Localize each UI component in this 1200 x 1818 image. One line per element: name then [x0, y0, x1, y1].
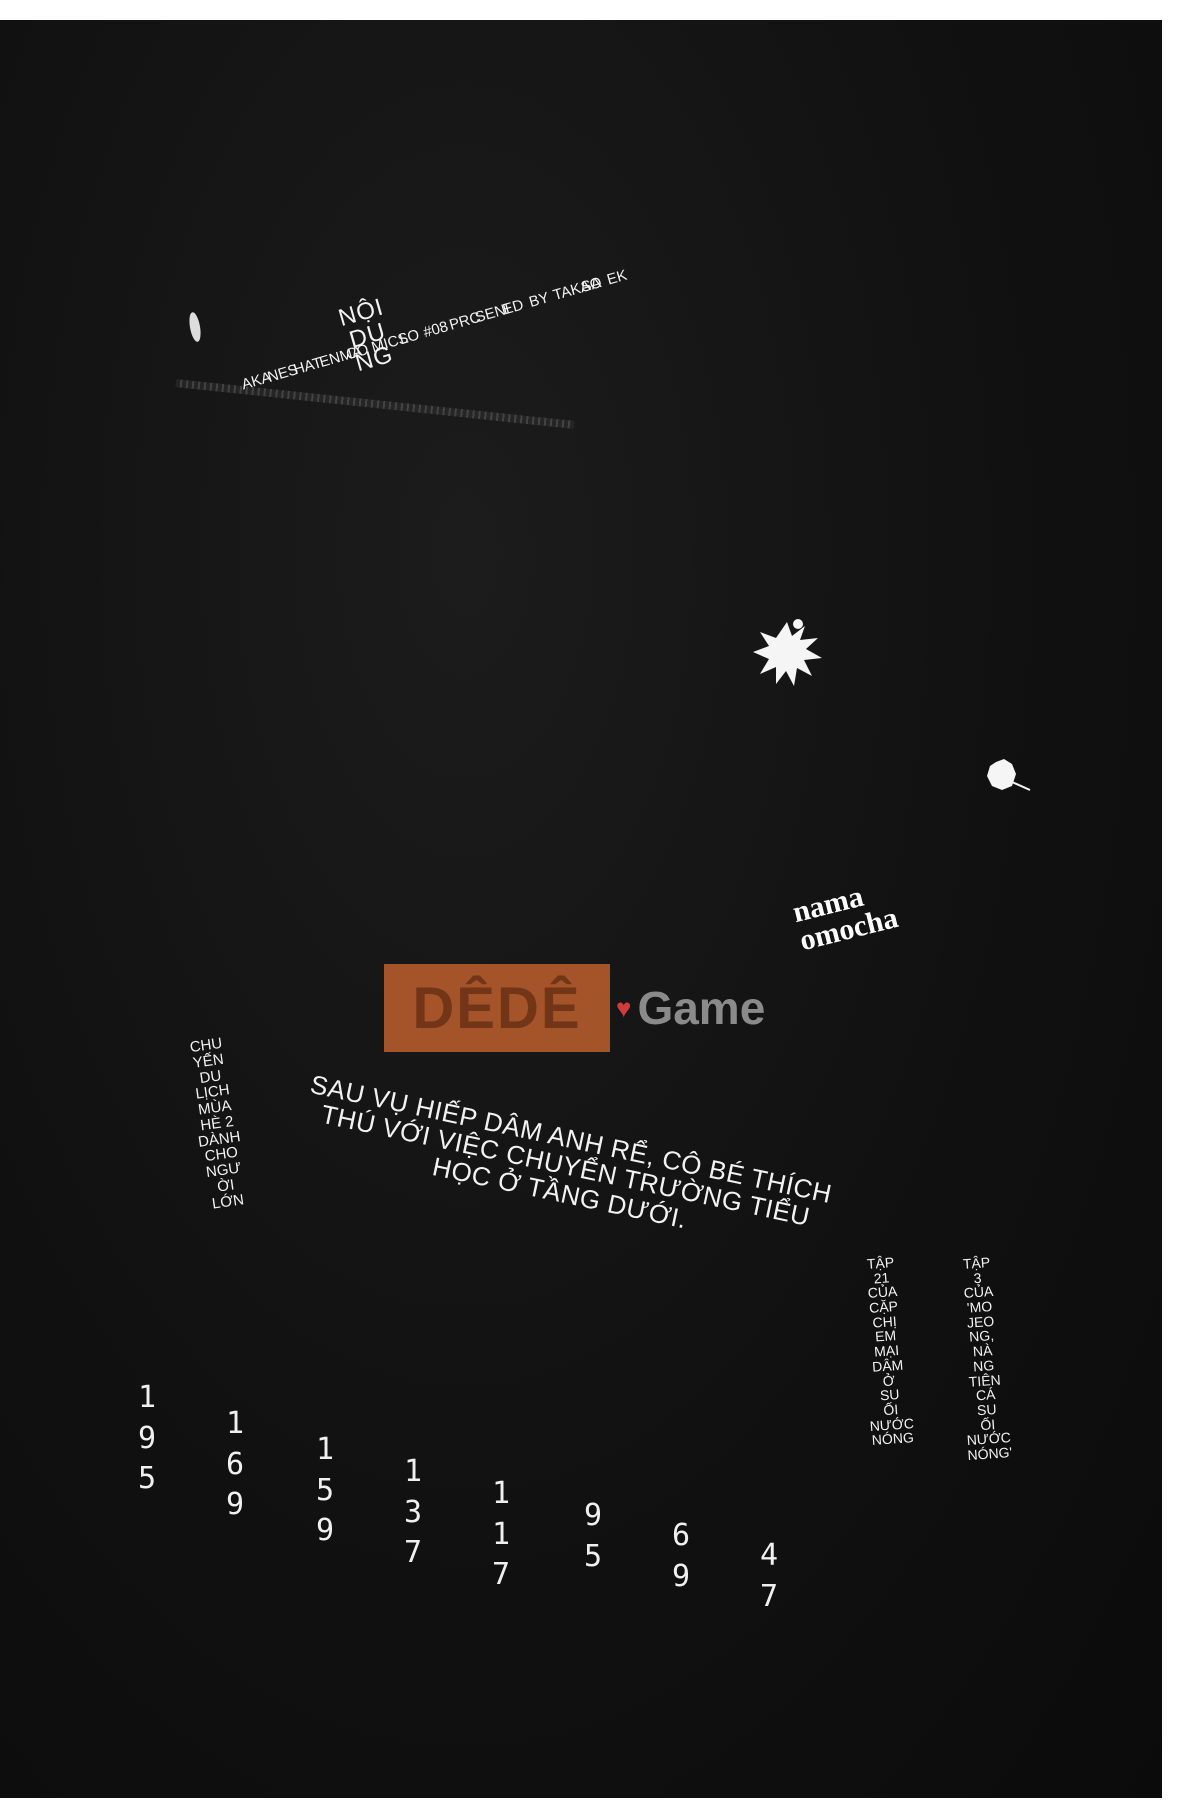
page-number-digit: 7 — [491, 1557, 511, 1592]
site-watermark: DÊDÊ ♥ Game — [384, 964, 765, 1052]
page-number-digit: 1 — [137, 1380, 157, 1415]
story-line: NÓNG — [871, 1429, 915, 1449]
page-number-column: 1 6 9 — [220, 1404, 250, 1526]
story-right-1: TẬP 21 CỦA CẶP CHỊ EM MẠI DÂM Ở SU ỐI NƯ… — [850, 1254, 923, 1449]
story-line: NÓNG' — [966, 1443, 1013, 1463]
page-number-digit: 1 — [315, 1432, 335, 1467]
page-number-digit: 9 — [315, 1513, 335, 1548]
story-right-2: TẬP 3 CỦA 'MO JEO NG, NÀ NG TIÊN CÁ SU Ố… — [944, 1254, 1022, 1464]
page-number-digit: 4 — [759, 1538, 779, 1573]
credit-word: TAKAO — [551, 274, 604, 305]
page-number-digit: 5 — [137, 1461, 157, 1496]
page-number-column: 4 7 — [754, 1536, 784, 1617]
heart-icon: ♥ — [616, 992, 632, 1023]
watermark-box: DÊDÊ — [384, 964, 610, 1052]
story-main: SAU VỤ HIẾP DÂM ANH RỂ, CÔ BÉ THÍCH THÚ … — [283, 1068, 848, 1265]
credit-word: LO — [397, 326, 422, 349]
page-number-digit: 1 — [491, 1516, 511, 1552]
watermark-game-text: Game — [637, 982, 766, 1034]
page-number-digit: 1 — [403, 1454, 423, 1489]
ink-drop — [187, 311, 203, 343]
page-number-digit: 9 — [137, 1420, 157, 1456]
credit-word: SENI — [473, 300, 512, 327]
page-number-column: 1 9 5 — [132, 1378, 162, 1500]
page-number-digit: 5 — [315, 1472, 335, 1508]
credit-word: ENMA — [317, 342, 364, 372]
page-number-column: 1 1 7 — [486, 1474, 516, 1596]
credit-word: NES — [265, 361, 301, 386]
ink-splat-icon — [753, 619, 822, 686]
page-number-digit: 5 — [583, 1538, 603, 1574]
page-number-column: 1 3 7 — [398, 1452, 428, 1574]
page-number-digit: 3 — [403, 1494, 423, 1530]
page-number-digit: 1 — [225, 1406, 245, 1441]
page-number-column: 6 9 — [666, 1516, 696, 1597]
page-number-digit: 6 — [225, 1446, 245, 1482]
story-left: CHU YẾN DU LỊCH MÙA HÈ 2 DÀNH CHO NGƯ ỜI… — [170, 1033, 263, 1214]
page-number-digit: 7 — [759, 1578, 779, 1614]
page-background: NỘI DU NG AKA NES HAT ENMA CO MICS LO #0… — [0, 20, 1162, 1798]
credit-word: SA — [579, 274, 603, 297]
page-number-column: 9 5 — [578, 1496, 608, 1577]
page-number-digit: 9 — [583, 1498, 603, 1533]
credit-word: PRC — [447, 308, 483, 334]
page-number-digit: 1 — [491, 1476, 511, 1511]
ink-streak — [175, 379, 575, 429]
credit-word: ED — [500, 296, 526, 319]
credit-word: BY — [527, 289, 552, 311]
credits-block: AKA NES HAT ENMA CO MICS LO #08 PRC SENI… — [240, 266, 631, 394]
credit-word: #08 — [421, 318, 451, 342]
credit-word: EK — [604, 266, 629, 289]
page-number-digit: 6 — [671, 1518, 691, 1553]
brand-logo: nama omocha — [789, 876, 901, 957]
page-number-column: 1 5 9 — [310, 1430, 340, 1552]
page-number-digit: 9 — [225, 1487, 245, 1522]
page-number-digit: 9 — [671, 1558, 691, 1594]
credit-word: HAT — [291, 354, 325, 379]
ink-splat-small-icon — [987, 759, 1031, 791]
page-number-digit: 7 — [403, 1535, 423, 1570]
